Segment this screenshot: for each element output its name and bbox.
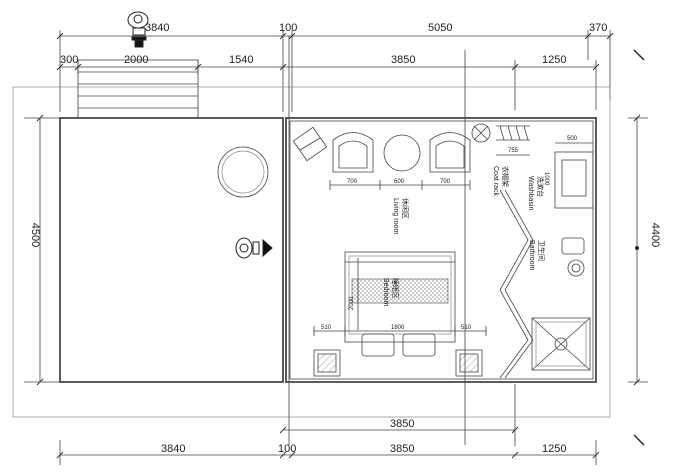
bedroom-dims [313,326,487,336]
washbasin [554,142,594,209]
dim-row2-3850: 3850 [391,54,415,66]
armchair-right [429,132,471,173]
nightstand-right [455,349,483,377]
nightstand-left [313,349,341,377]
entry-steps [77,59,199,119]
dim-left-4500: 4500 [29,223,41,247]
dim-bottom-1250: 1250 [542,443,566,455]
tv-cabinet [292,126,328,162]
washbasin-cn: 洗漱台 [536,176,545,197]
coat-rack [471,123,530,156]
dim-top-370: 370 [589,22,607,34]
living-furniture-dims [329,180,471,190]
dim-bed-2000: 2000 [349,296,355,310]
dim-right-4400: 4400 [649,223,661,247]
armchair-left [332,132,374,173]
person-icon-deck [235,237,273,259]
axis-marker-right [635,246,639,250]
dimension-lines [24,30,648,465]
pencil-mark-bottom [633,434,645,446]
dim-row2-1540: 1540 [229,54,253,66]
dim-bed-510-b: 510 [461,325,472,331]
dim-wash-1000: 1000 [543,172,549,186]
pillows [361,333,436,357]
dim-coat-755: 755 [508,148,519,154]
cabin-walls [285,117,597,383]
site-boundary [12,86,611,418]
person-icon-top [127,11,149,48]
bedroom-cn: 睡眠区 [391,278,399,299]
coat-rack-cn: 衣帽架 [501,166,510,187]
deck-area [59,117,284,383]
dim-bottom-3850: 3850 [390,443,414,455]
living-room-en: Living room [392,198,399,234]
bed [344,251,456,343]
dim-chair-700-a: 700 [347,179,358,185]
dim-bottom-100: 100 [278,443,296,455]
washbasin-en: Washbasin [527,176,534,210]
dim-top-5050: 5050 [428,22,452,34]
bathroom-partition [499,189,534,379]
deck-round-table [217,146,269,198]
dim-row2-300: 300 [60,54,78,66]
dim-wash-500: 500 [567,136,578,142]
dim-bottom-3840: 3840 [161,443,185,455]
bathroom-en: Bathroom [528,240,535,271]
toilet [561,237,585,277]
living-room-cn: 休闲区 [401,198,410,219]
dim-top-100: 100 [279,22,297,34]
dim-bed-1800: 1800 [391,325,405,331]
dimension-ticks [36,32,641,459]
dim-table-600: 600 [394,179,405,185]
side-table-round [383,134,421,172]
dim-bed-510-a: 510 [321,325,332,331]
bedroom-en: Bedroom [382,278,389,307]
coat-rack-en: Coat rack [492,166,499,196]
dim-chair-700-b: 700 [440,179,451,185]
cabin-inner-wall [289,120,594,380]
pencil-mark-top [633,49,645,61]
dim-top-3840: 3840 [145,22,169,34]
dim-row2-1250: 1250 [542,54,566,66]
shower [531,317,591,371]
bathroom-cn: 卫生间 [537,240,546,261]
dim-bedroom-3850: 3850 [390,418,414,430]
